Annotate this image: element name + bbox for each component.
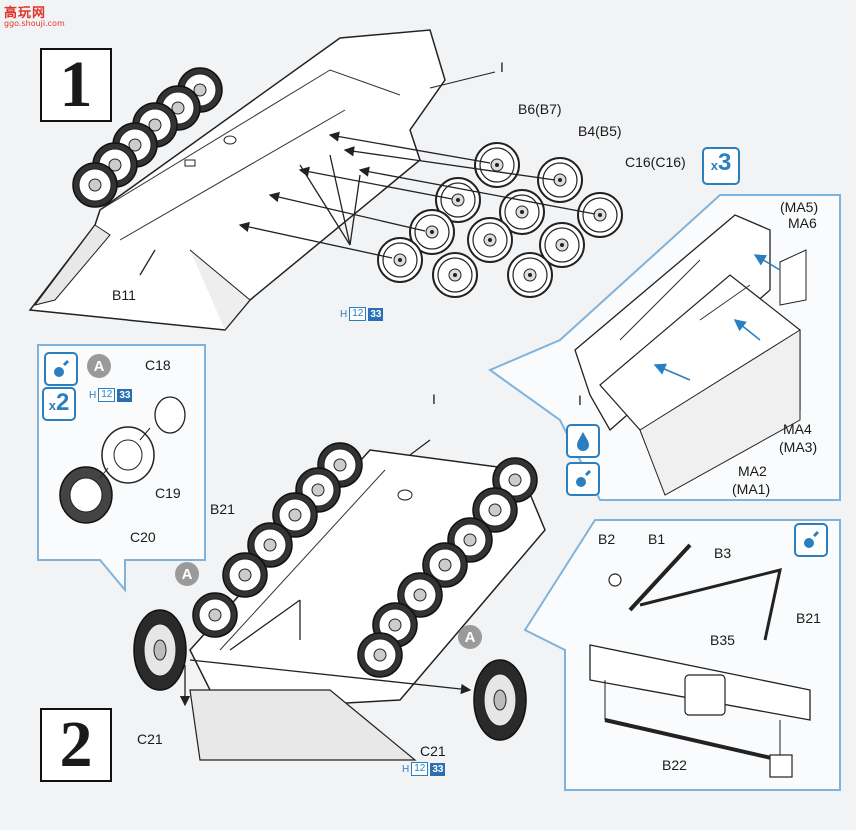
watermark-main: 高玩网 xyxy=(4,6,47,21)
part-label-MA1: (MA1) xyxy=(732,481,771,497)
part-label-I-step2: I xyxy=(432,391,436,407)
multiplier-count: 3 xyxy=(717,149,732,176)
step1-right-wheels xyxy=(377,142,623,298)
color-ref-h: H xyxy=(402,763,410,775)
color-ref-a: 12 xyxy=(98,388,116,402)
color-ref-h: H xyxy=(89,389,97,401)
part-label-B11: B11 xyxy=(112,287,136,303)
step1-callout-arrows xyxy=(653,254,781,381)
step1-arrows xyxy=(139,131,596,276)
multiplier-x: x xyxy=(710,158,718,173)
cement-drop-icon-inset xyxy=(44,352,78,386)
part-label-MA3: (MA3) xyxy=(779,439,818,455)
color-ref-b: 33 xyxy=(430,762,446,776)
part-label-MA4: MA4 xyxy=(783,421,812,437)
part-label-MA5: (MA5) xyxy=(780,199,819,215)
color-ref-wheel: H 12 33 xyxy=(402,762,446,776)
step1-hull xyxy=(28,29,446,331)
part-label-B4: B4(B5) xyxy=(578,123,622,139)
part-label-B2: B2 xyxy=(598,531,616,547)
part-label-B35: B35 xyxy=(710,632,735,648)
multiplier-x-inset: x xyxy=(48,398,56,413)
part-label-I-callout: I xyxy=(578,392,582,408)
part-label-B21-right: B21 xyxy=(796,610,821,626)
part-label-C16: C16(C16) xyxy=(625,154,686,170)
part-label-B3: B3 xyxy=(714,545,732,561)
quantity-x2-badge: x 2 xyxy=(42,387,76,421)
quantity-x3-badge: x 3 xyxy=(702,147,740,185)
part-label-C21-left: C21 xyxy=(137,731,163,747)
step2-steering-callout xyxy=(523,519,841,791)
watermark: 高玩网 ggo.shouji.com xyxy=(4,2,65,28)
color-ref-b: 33 xyxy=(117,388,133,402)
step2-inset-wheel xyxy=(59,396,186,524)
color-ref-b: 33 xyxy=(368,307,384,321)
part-label-B22: B22 xyxy=(662,757,687,773)
part-label-MA2: MA2 xyxy=(738,463,767,479)
multiplier-count-inset: 2 xyxy=(55,389,70,416)
subassembly-a-marker-inset: A xyxy=(87,354,111,378)
cement-drop-icon xyxy=(566,462,600,496)
step2-steering-parts xyxy=(589,543,811,778)
glue-drop-icon xyxy=(566,424,600,458)
color-ref-h: H xyxy=(340,308,348,320)
part-label-C19: C19 xyxy=(155,485,181,501)
subassembly-a-marker-left: A xyxy=(175,562,199,586)
part-label-I: I xyxy=(500,59,504,75)
subassembly-a-marker-right: A xyxy=(458,625,482,649)
step1-callout-hull xyxy=(574,214,807,496)
part-label-B1: B1 xyxy=(648,531,666,547)
step-number-2: 2 xyxy=(40,708,112,782)
part-label-MA6: MA6 xyxy=(788,215,817,231)
part-label-C20: C20 xyxy=(130,529,156,545)
color-ref-a: 12 xyxy=(349,307,367,321)
step-number-1: 1 xyxy=(40,48,112,122)
part-label-B21: B21 xyxy=(210,501,235,517)
color-ref-inset: H 12 33 xyxy=(89,388,133,402)
part-label-C21-right: C21 xyxy=(420,743,446,759)
step2-hull xyxy=(189,449,546,761)
cement-drop-icon-steering xyxy=(794,523,828,557)
step2-arrows xyxy=(179,439,472,707)
color-ref-a: 12 xyxy=(411,762,429,776)
leader-I xyxy=(429,71,496,89)
watermark-sub: ggo.shouji.com xyxy=(4,19,65,28)
part-label-B6: B6(B7) xyxy=(518,101,562,117)
color-ref-step1: H 12 33 xyxy=(340,307,384,321)
part-label-C18: C18 xyxy=(145,357,171,373)
